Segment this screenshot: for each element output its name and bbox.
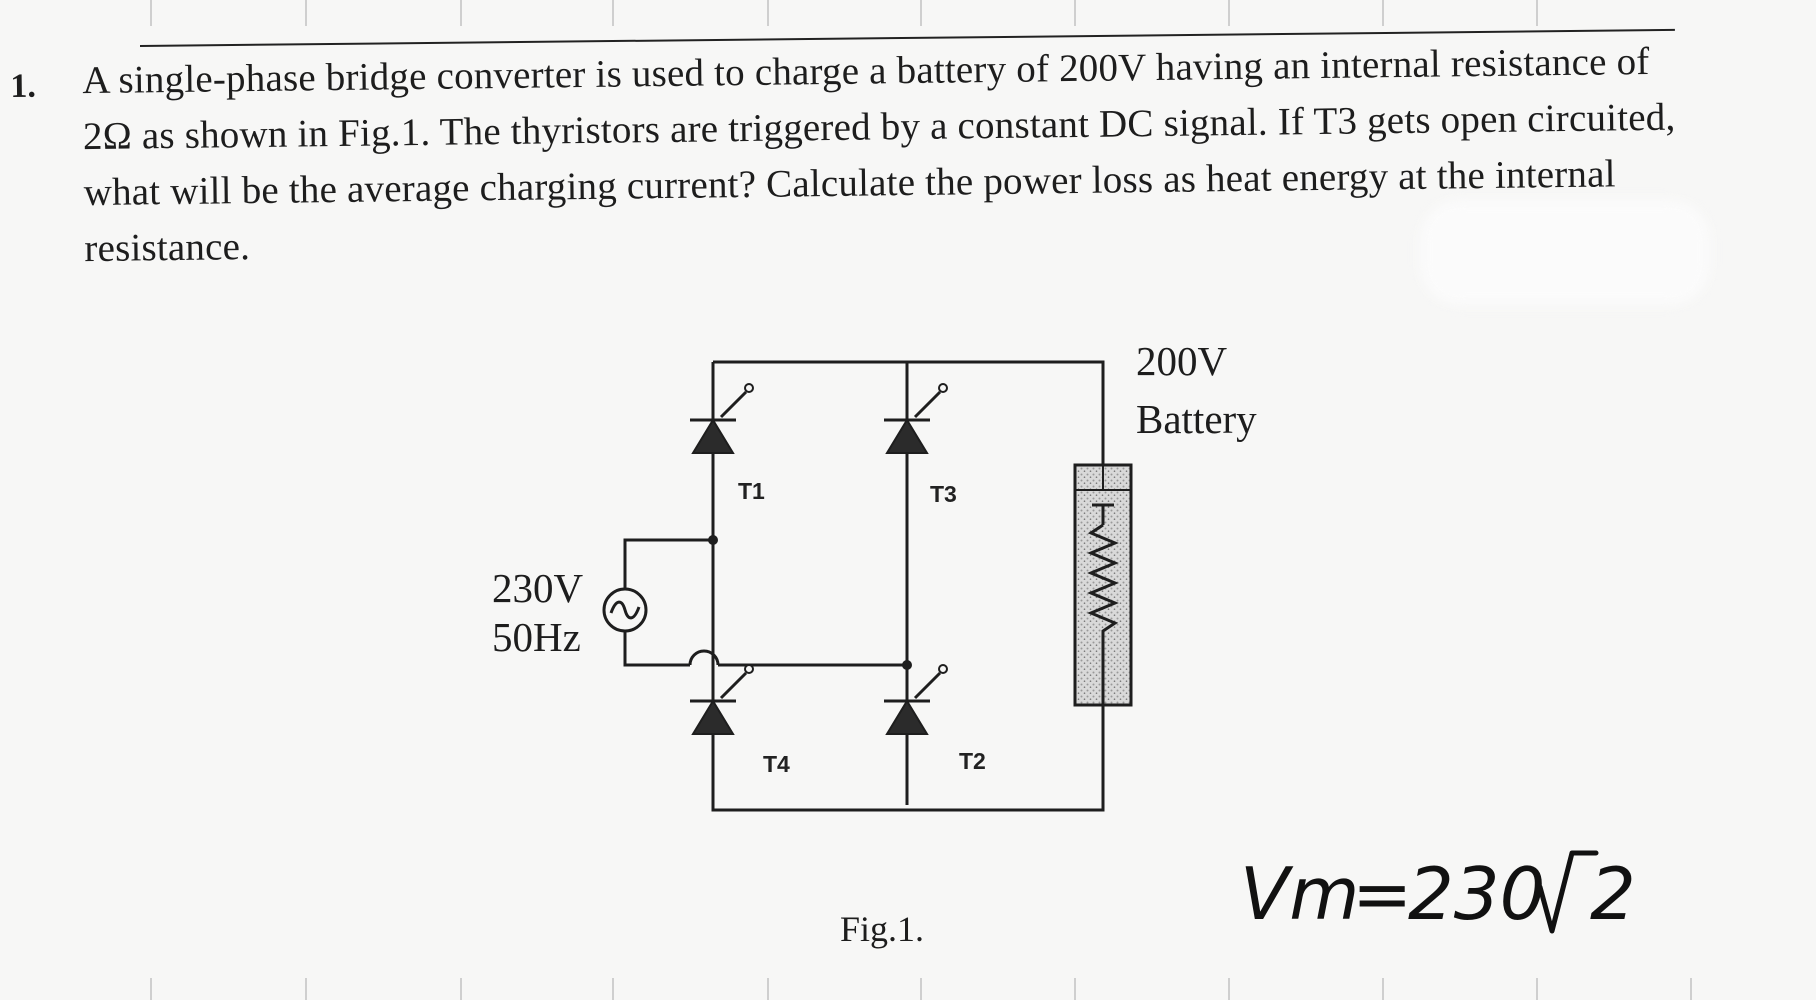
handwritten-lhs: Vm [1240, 852, 1359, 936]
label-t2: T2 [959, 748, 986, 774]
junction-dot-right [902, 660, 912, 670]
question-number: 1. [10, 67, 37, 105]
label-t4: T4 [763, 751, 790, 777]
handwritten-value: 230 [1408, 852, 1545, 936]
circuit-diagram: T1 T3 T4 T2 230V 50Hz 200V Battery [492, 338, 1257, 812]
bottom-ruler-ticks [0, 978, 1816, 1000]
battery-voltage-label: 200V [1136, 338, 1228, 384]
question-text: A single-phase bridge converter is used … [82, 39, 1676, 271]
source-voltage-label: 230V [492, 565, 584, 611]
battery-icon [1073, 463, 1133, 707]
square-root-icon [1537, 850, 1599, 934]
junction-dot-left [708, 535, 718, 545]
top-ruler-ticks [0, 0, 1816, 26]
eraser-smudge [1420, 200, 1710, 305]
thyristor-t2-icon [884, 664, 948, 735]
source-frequency-label: 50Hz [492, 614, 581, 660]
label-t3: T3 [930, 481, 957, 507]
figure-caption: Fig.1. [840, 909, 925, 949]
ac-source-icon [602, 587, 648, 633]
thyristor-t3-icon [884, 383, 948, 454]
handwritten-equals: = [1352, 852, 1412, 936]
handwritten-radicand: 2 [1590, 852, 1636, 936]
label-t1: T1 [738, 478, 765, 504]
handwritten-note: Vm = 230 2 [1240, 850, 1636, 936]
thyristor-t4-icon [690, 664, 754, 735]
thyristor-t1-icon [690, 383, 754, 454]
circuit-wires [623, 360, 1105, 812]
battery-label: Battery [1136, 396, 1257, 442]
